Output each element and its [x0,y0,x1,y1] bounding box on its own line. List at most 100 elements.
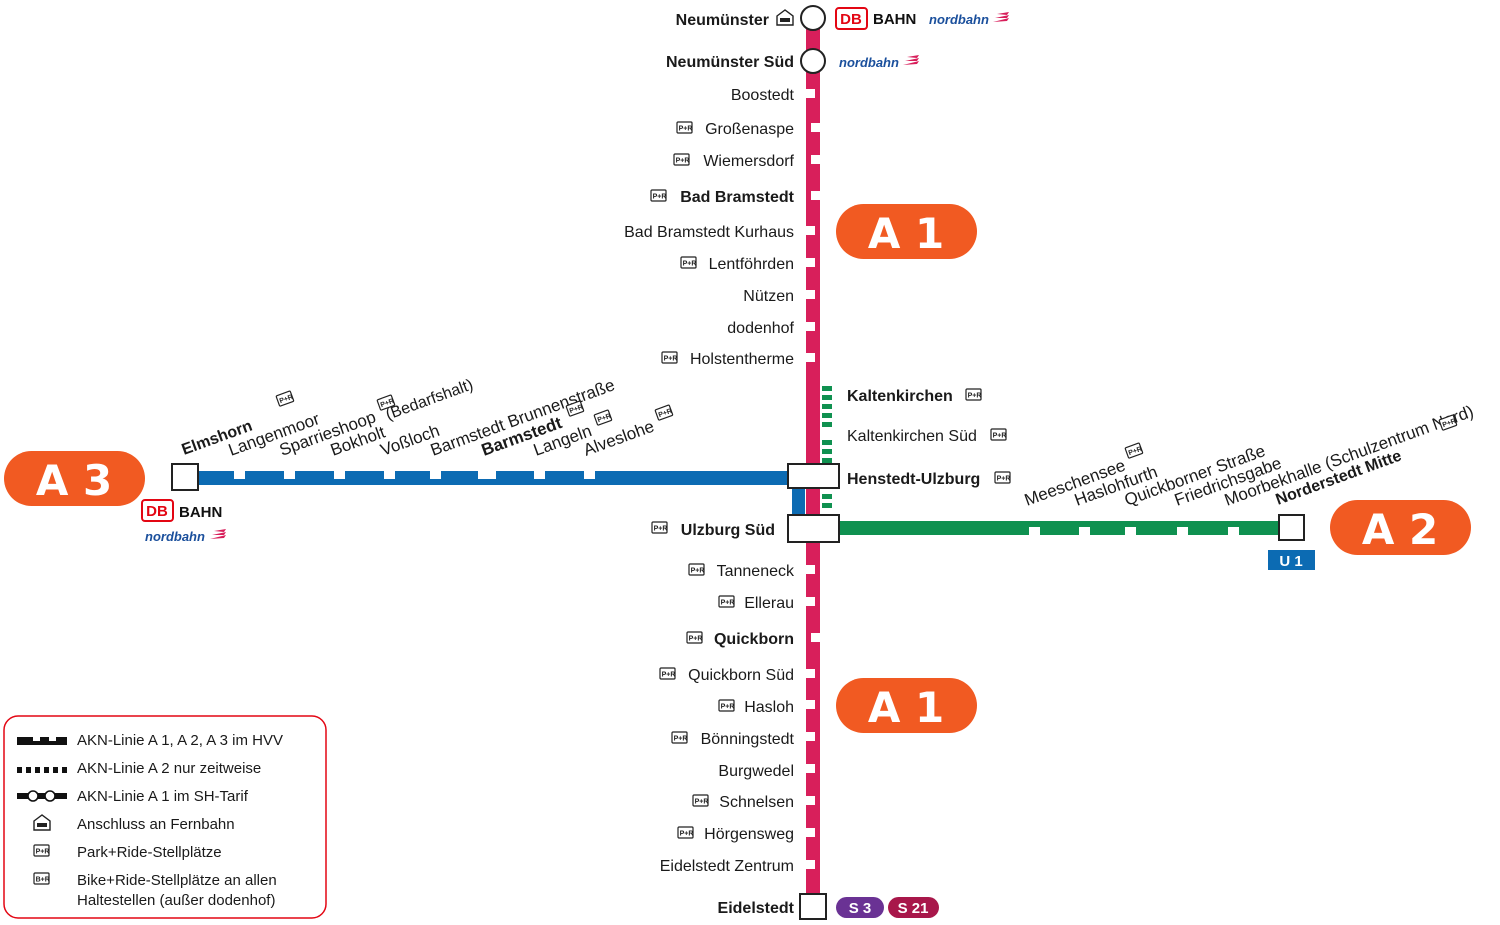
station-bad-bramstedt[interactable]: Bad Bramstedt [680,189,794,206]
nordbahn-label-elmshorn: nordbahn [145,529,205,544]
station-marker-henstedt-ulzburg[interactable] [787,463,840,489]
nordbahn-label-neumuenster-sued: nordbahn [839,55,899,70]
svg-text:DB: DB [146,503,168,520]
fernbahn-icon [776,9,794,26]
legend-item-park-ride: Park+Ride-Stellplätze [77,844,222,861]
line-a2 [828,514,1305,541]
station-ulzburg-sued[interactable]: Ulzburg Süd [681,522,775,539]
line-a3 [171,463,798,491]
legend-icon-dashed-line [17,767,67,773]
line-a3-ticks [234,471,595,479]
park-ride-icon [688,563,706,576]
legend-box [3,715,327,919]
svg-text:U 1: U 1 [1279,553,1302,570]
svg-text:A 2: A 2 [1362,505,1438,554]
line-a1-ticks [806,89,820,869]
station-burgwedel[interactable]: Burgwedel [718,763,794,780]
park-ride-icon [965,388,983,401]
station-lentfoehrden[interactable]: Lentföhrden [709,256,794,273]
legend-item-sh-tarif: AKN-Linie A 1 im SH-Tarif [77,788,249,805]
park-ride-icon [990,428,1008,441]
svg-text:B+R: B+R [36,876,50,883]
park-ride-icon [692,794,710,807]
line-label-a1-bottom: A 1 [836,678,977,733]
station-boenningstedt[interactable]: Bönningstedt [701,731,795,748]
badge-u1[interactable]: U 1 [1268,550,1315,570]
legend-item-fernbahn: Anschluss an Fernbahn [77,816,235,833]
badge-s3[interactable]: S 3 [836,897,884,918]
park-ride-icon [659,667,677,680]
park-ride-icon [654,404,674,421]
legend-icon-solid-line [17,737,67,745]
nordbahn-wing-icon [903,55,919,65]
svg-text:S 21: S 21 [898,900,929,917]
park-ride-icon [651,521,669,534]
a1-station-labels: Neumünster Neumünster Süd Boostedt Große… [624,9,1012,917]
park-ride-icon [680,256,698,269]
station-eidelstedt-zentrum[interactable]: Eidelstedt Zentrum [660,858,794,875]
station-marker-eidelstedt[interactable] [799,893,827,920]
line-label-a3: A 3 [4,451,145,506]
svg-text:S 3: S 3 [849,900,872,917]
line-label-a1-top: A 1 [836,204,977,259]
station-wiemersdorf[interactable]: Wiemersdorf [703,153,794,170]
park-ride-icon [661,351,679,364]
station-hasloh[interactable]: Hasloh [744,699,794,716]
station-dodenhof[interactable]: dodenhof [727,320,794,337]
legend-item-part-time: AKN-Linie A 2 nur zeitweise [77,760,261,777]
svg-text:A 1: A 1 [868,209,944,258]
fernbahn-icon [33,814,51,831]
station-marker-neumuenster-sued[interactable] [800,48,826,74]
station-neumuenster-sued[interactable]: Neumünster Süd [666,54,794,71]
legend-icon-sh-tariff [17,790,67,802]
station-quickborn[interactable]: Quickborn [714,631,794,648]
park-ride-icon [33,844,51,857]
station-kaltenkirchen-sued[interactable]: Kaltenkirchen Süd [847,428,977,445]
legend-item-bike-ride-2: Haltestellen (außer dodenhof) [77,892,275,909]
station-marker-elmshorn[interactable] [171,463,199,491]
station-bad-bramstedt-kurhaus[interactable]: Bad Bramstedt Kurhaus [624,224,794,241]
station-bokholt-note: (Bedarfshalt) [384,376,476,423]
park-ride-icon [686,631,704,644]
station-neumuenster[interactable]: Neumünster [676,12,769,29]
a3-station-labels: Elmshorn Langenmoor Sparrieshoop Bokholt… [180,375,674,460]
park-ride-icon [718,699,736,712]
station-eidelstedt[interactable]: Eidelstedt [718,900,795,917]
nordbahn-label-neumuenster: nordbahn [929,12,989,27]
station-tanneneck[interactable]: Tanneneck [717,563,795,580]
station-marker-ulzburg-sued[interactable] [787,514,840,543]
station-alveslohe[interactable]: Alveslohe [581,417,657,460]
nordbahn-wing-icon [993,12,1009,22]
line-a2-part-time [820,384,832,512]
station-henstedt-ulzburg[interactable]: Henstedt-Ulzburg [847,471,980,488]
station-nuetzen[interactable]: Nützen [743,288,794,305]
line-a1 [792,5,832,920]
station-schnelsen[interactable]: Schnelsen [719,794,794,811]
park-ride-icon [593,409,613,426]
park-ride-icon [673,153,691,166]
line-a2-track [828,521,1280,535]
legend-item-hvv: AKN-Linie A 1, A 2, A 3 im HVV [77,732,283,749]
station-holstentherme[interactable]: Holstentherme [690,351,794,368]
svg-text:DB: DB [840,11,862,28]
park-ride-icon [671,731,689,744]
legend-item-bike-ride-1: Bike+Ride-Stellplätze an allen [77,872,277,889]
line-label-a2: A 2 [1330,500,1471,555]
station-marker-neumuenster[interactable] [800,5,826,31]
line-a3-connector [792,486,805,516]
station-boostedt[interactable]: Boostedt [731,87,795,104]
park-ride-icon [677,826,695,839]
badge-s21[interactable]: S 21 [888,897,939,918]
station-kaltenkirchen[interactable]: Kaltenkirchen [847,388,953,405]
svg-text:A 3: A 3 [36,456,112,505]
station-grossenaspe[interactable]: Großenaspe [705,121,794,138]
db-logo-neumuenster: DB [835,7,868,30]
legend: AKN-Linie A 1, A 2, A 3 im HVV AKN-Linie… [3,715,327,919]
station-hoergensweg[interactable]: Hörgensweg [704,826,794,843]
bahn-label-elmshorn: BAHN [179,504,222,521]
station-ellerau[interactable]: Ellerau [744,595,794,612]
station-marker-norderstedt-mitte[interactable] [1278,514,1305,541]
park-ride-icon [718,595,736,608]
station-quickborn-sued[interactable]: Quickborn Süd [688,667,794,684]
